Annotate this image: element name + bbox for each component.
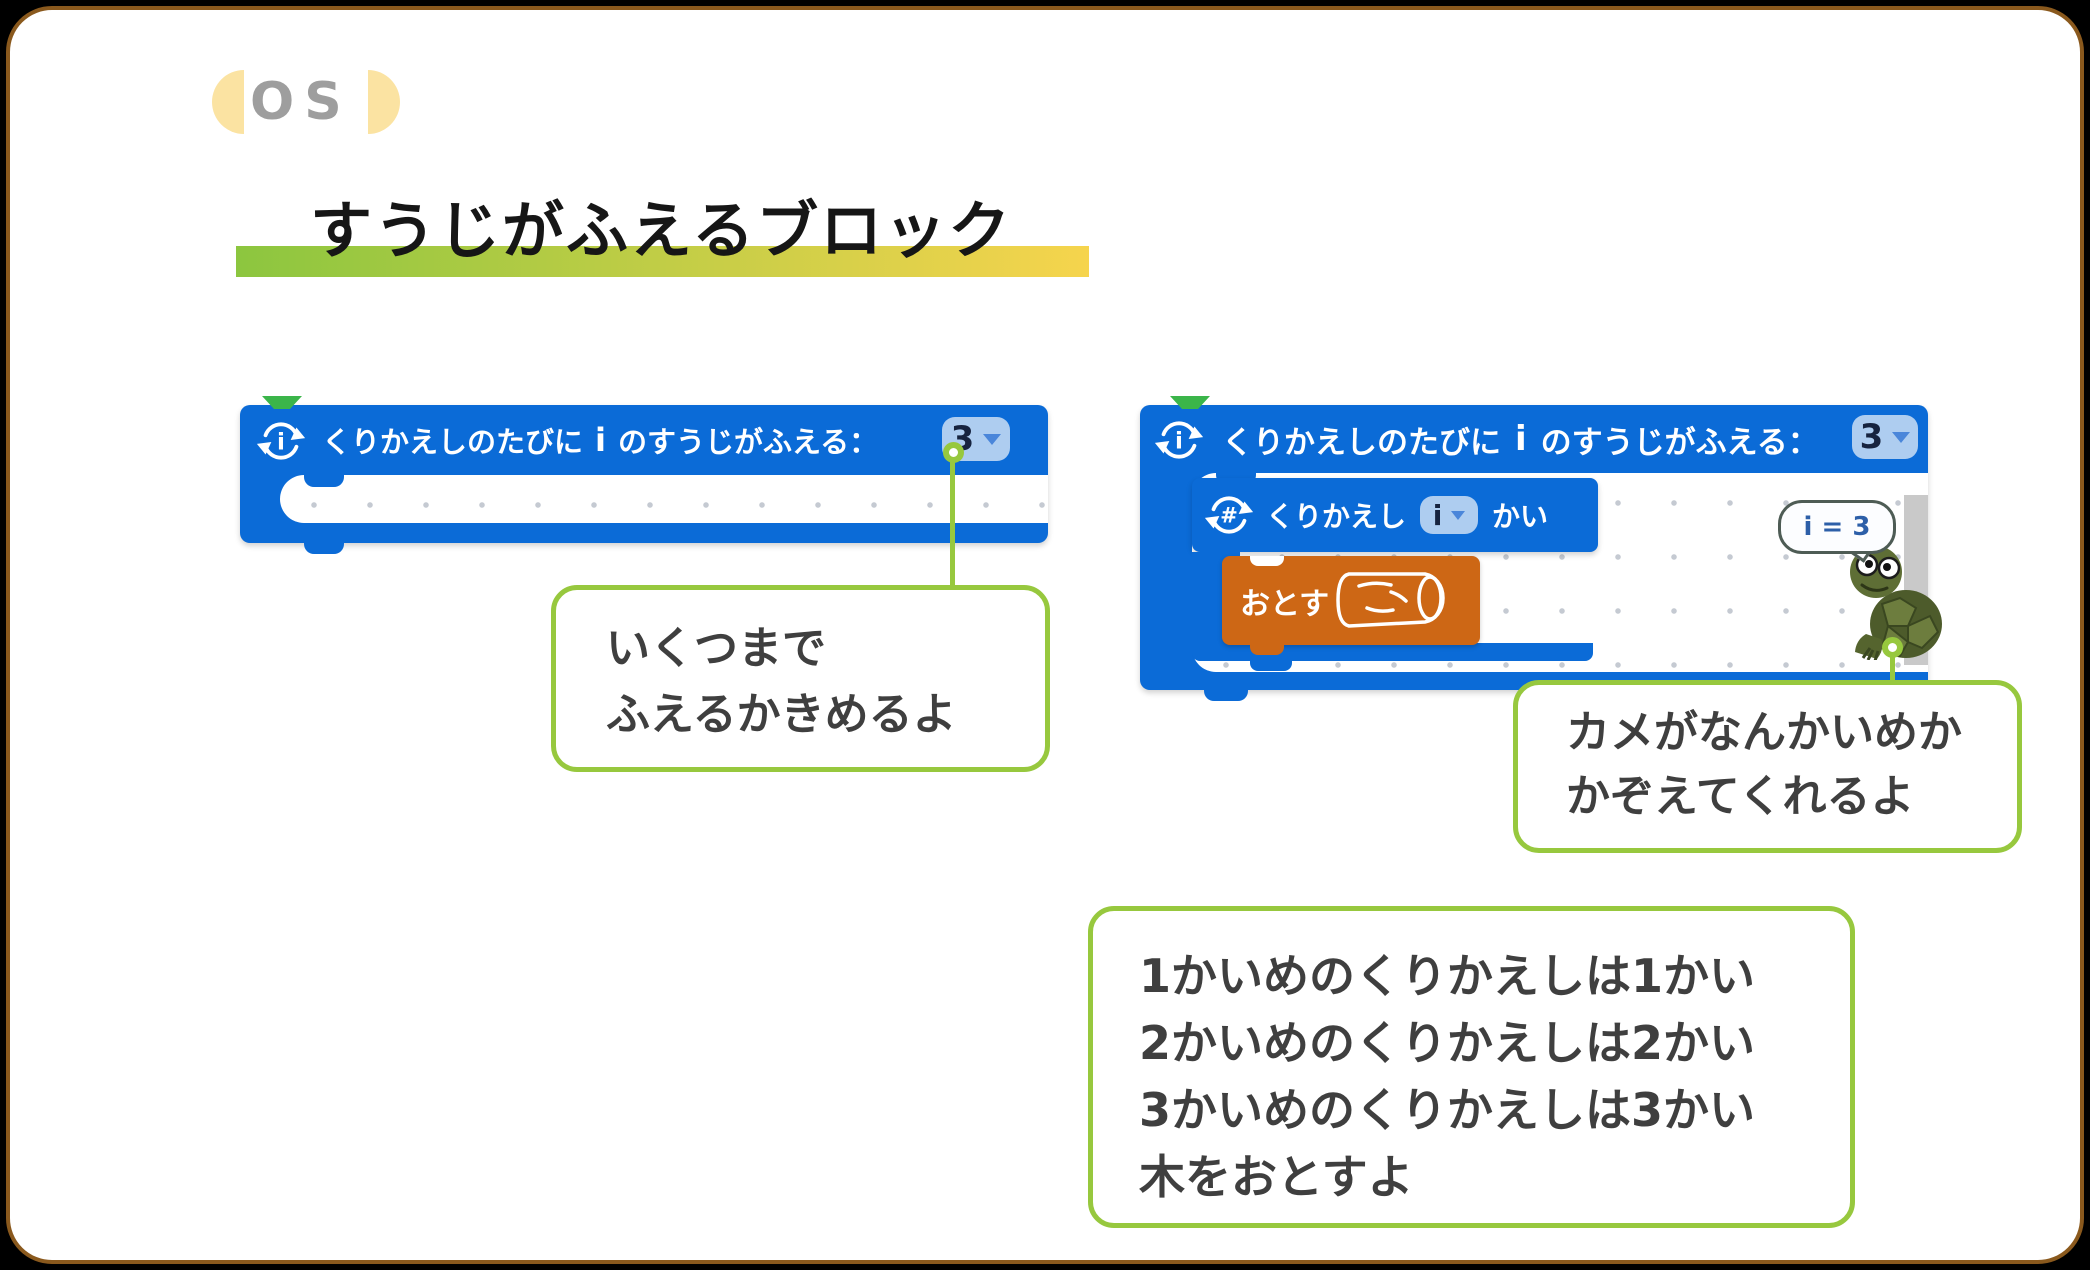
dropdown-value: i xyxy=(1432,498,1443,532)
inner-label-after: かい xyxy=(1492,500,1549,533)
callout-dropdown-hint: いくつまで ふえるかきめるよ xyxy=(551,585,1050,772)
loop-i-icon: i xyxy=(256,422,306,460)
explanation-line: 1かいめのくりかえしは1かい xyxy=(1139,949,1756,1003)
repeat-count-block[interactable]: # くりかえし i かい xyxy=(1192,478,1598,672)
block-variable: i xyxy=(1515,419,1527,459)
bottom-peg xyxy=(304,543,344,554)
log-icon xyxy=(1336,572,1445,628)
action-block-label: おとす xyxy=(1240,586,1330,622)
callout-line: かぞえてくれるよ xyxy=(1566,771,1915,822)
connector-dot xyxy=(943,442,964,463)
count-dropdown-right[interactable]: 3 xyxy=(1852,415,1918,459)
svg-text:#: # xyxy=(1220,504,1238,529)
variable-dropdown[interactable]: i xyxy=(1420,496,1479,534)
svg-text:i: i xyxy=(1175,429,1183,455)
callout-iteration-explanation: 1かいめのくりかえしは1かい 2かいめのくりかえしは2かい 3かいめのくりかえし… xyxy=(1088,906,1855,1228)
bottom-peg xyxy=(1204,690,1248,701)
green-block-notch-icon xyxy=(262,396,302,409)
connector-line xyxy=(1890,648,1895,684)
chevron-down-icon xyxy=(1892,431,1911,443)
green-block-notch-icon xyxy=(1170,396,1210,409)
logo-text: OS xyxy=(250,72,352,132)
block-label-before: くりかえしのたびに xyxy=(322,425,584,459)
callout-turtle-hint: カメがなんかいめか かぞえてくれるよ xyxy=(1513,680,2022,853)
connector-dot xyxy=(1882,637,1903,658)
block-label-after: のすうじがふえる： xyxy=(1540,424,1819,461)
inner-block-header xyxy=(1192,478,1598,552)
chevron-down-icon xyxy=(1451,510,1466,520)
loop-count-icon: # xyxy=(1204,496,1254,534)
title-underline xyxy=(236,246,1089,277)
callout-line: カメがなんかいめか xyxy=(1566,707,1962,758)
snap-notch xyxy=(304,475,344,487)
bottom-peg xyxy=(1250,661,1292,671)
callout-line: ふえるかきめるよ xyxy=(606,689,957,740)
block-label: くりかえしのたびに i のすうじがふえる： xyxy=(322,405,878,475)
inner-block-bottom-arm xyxy=(1192,643,1593,661)
loop-i-icon: i xyxy=(1154,421,1204,459)
snap-socket xyxy=(1250,556,1284,566)
inner-block-label: くりかえし i かい xyxy=(1266,478,1548,552)
dropdown-value: 3 xyxy=(1859,417,1884,457)
chevron-down-icon xyxy=(983,433,1002,445)
page-title: すうじがふえるブロック xyxy=(310,194,1013,267)
explanation-line: 木をおとすよ xyxy=(1139,1150,1414,1204)
block-variable: i xyxy=(595,421,606,459)
block-label-after: のすうじがふえる： xyxy=(617,425,879,459)
block-empty-body xyxy=(280,475,1048,523)
bottom-peg xyxy=(1250,645,1284,655)
callout-line: いくつまで xyxy=(606,623,826,674)
inner-label-before: くりかえし xyxy=(1266,500,1407,533)
explanation-line: 2かいめのくりかえしは2かい xyxy=(1139,1016,1756,1070)
explanation-line: 3かいめのくりかえしは3かい xyxy=(1139,1083,1756,1137)
repeat-increment-block-left[interactable]: i くりかえしのたびに i のすうじがふえる： 3 xyxy=(240,405,1048,554)
block-label-before: くりかえしのたびに xyxy=(1222,424,1501,461)
connector-line xyxy=(950,452,955,585)
drop-action-block[interactable]: おとす xyxy=(1222,556,1480,655)
block-label: くりかえしのたびに i のすうじがふえる： xyxy=(1222,405,1819,473)
svg-text:i: i xyxy=(277,430,285,456)
speech-bubble: i = 3 xyxy=(1778,500,1896,554)
